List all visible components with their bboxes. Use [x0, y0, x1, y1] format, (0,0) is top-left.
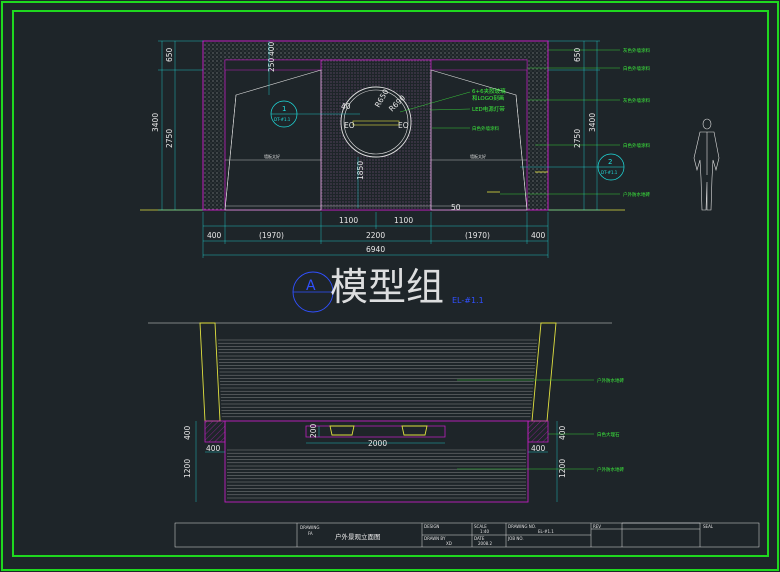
right-dim-lower: 2750	[573, 129, 582, 148]
dim-side-right: 400	[531, 231, 546, 240]
plan-right-w: 400	[531, 444, 546, 453]
plan-left-h1: 400	[183, 425, 192, 440]
right-notes: 灰色外墙涂料 白色外墙涂料 灰色外墙涂料 白色外墙涂料 户外防水地砖	[500, 47, 650, 198]
watermark: A EL-#1.1 模型组	[292, 265, 484, 313]
plan-view: 400 1200 400 400 1200 400 2000 200 户外防水地…	[148, 322, 624, 503]
right-height-dims	[548, 40, 600, 211]
eo-left: EO	[344, 121, 355, 130]
eo-right: EO	[398, 121, 409, 130]
plan-note-3: 户外防水地砖	[597, 466, 624, 473]
elevation-view: 墙板太好 墙板太好 EO EO 250 400 40 R650 R690 185…	[140, 40, 720, 258]
logo-note-3: LED电源灯带	[472, 105, 505, 113]
plan-center-h: 200	[309, 423, 318, 438]
tb-seal-label: SEAL	[703, 524, 714, 529]
callout-2[interactable]: 2 DT-#1.1	[520, 153, 625, 181]
inner-dim-d3: 40	[341, 102, 351, 111]
right-dim-top: 650	[573, 47, 582, 62]
plan-right-h1: 400	[558, 425, 567, 440]
right-note-5: 户外防水地砖	[623, 191, 650, 198]
tb-drawing-no-label: DRAWING NO.	[508, 524, 536, 529]
tb-drawing-no: EL-#1.1	[538, 529, 554, 534]
left-height-dims	[158, 40, 203, 211]
plan-dims	[195, 421, 558, 502]
watermark-sub-ref: EL-#1.1	[452, 296, 484, 305]
logo-glass-circle	[340, 86, 412, 158]
dim-half-left: 1100	[339, 216, 358, 225]
title-block	[174, 522, 760, 548]
plan-note-2: 白色大理石	[597, 431, 620, 438]
dim-center: 2200	[366, 231, 385, 240]
dim-half-right: 1100	[394, 216, 413, 225]
callout-1-num: 1	[282, 105, 286, 113]
tb-design-label: DESIGN	[424, 524, 439, 529]
left-dim-total: 3400	[151, 113, 160, 132]
dim-panel-right: (1970)	[465, 231, 490, 240]
tb-drawing-code: FA	[308, 531, 313, 536]
tb-date: 2008.2	[478, 541, 492, 546]
right-note-3: 灰色外墙涂料	[623, 97, 650, 104]
tb-rev-label: REV	[593, 524, 601, 529]
plan-paving-lower	[227, 449, 526, 499]
plan-left-h2: 1200	[183, 459, 192, 478]
bottom-width-dims	[202, 212, 549, 258]
left-dim-top: 650	[165, 47, 174, 62]
tb-scale: 1:40	[480, 529, 489, 534]
plan-right-h2: 1200	[558, 459, 567, 478]
watermark-letter: A	[306, 278, 316, 294]
logo-note-4: 白色外墙涂料	[472, 125, 499, 132]
right-note-1: 灰色外墙涂料	[623, 47, 650, 54]
logo-note-1: 6+6夹胶玻璃	[472, 87, 506, 95]
dim-side-left: 400	[207, 231, 222, 240]
watermark-text: 模型组	[330, 265, 444, 309]
human-scale-figure	[693, 118, 720, 211]
wall-label-left: 墙板太好	[264, 153, 280, 159]
tb-design-val: XD	[446, 541, 452, 546]
tb-scale-label: SCALE	[474, 524, 487, 529]
callout-1[interactable]: 1 DT-#1.1	[270, 100, 360, 128]
logo-note-2: 和LOGO刻画	[472, 94, 504, 102]
callout-1-ref: DT-#1.1	[274, 117, 291, 122]
right-note-2: 白色外墙涂料	[623, 65, 650, 72]
right-note-4: 白色外墙涂料	[623, 142, 650, 149]
left-dim-lower: 2750	[165, 129, 174, 148]
tb-drawn-label: DRAWN BY	[424, 536, 446, 541]
plan-note-1: 户外防水地砖	[597, 377, 624, 384]
inner-dim-d1: 250	[267, 57, 276, 72]
tb-job-label: JOB NO.	[507, 536, 524, 541]
right-dim-total: 3400	[588, 113, 597, 132]
plan-center-len: 2000	[368, 439, 387, 448]
tb-title: 户外景观立面图	[335, 532, 381, 541]
inner-dim-d2: 400	[267, 41, 276, 56]
callout-2-ref: DT-#1.1	[601, 170, 618, 175]
inner-frame	[12, 10, 769, 557]
dim-total-width: 6940	[366, 245, 385, 254]
tb-date-label: DATE	[474, 536, 485, 541]
dim-panel-left: (1970)	[259, 231, 284, 240]
plan-paving-upper	[217, 339, 538, 417]
wall-label-right: 墙板太好	[470, 153, 486, 159]
inner-dim-bottom-gap: 50	[451, 203, 461, 212]
callout-2-num: 2	[608, 158, 612, 166]
inner-dim-center-h: 1850	[356, 161, 365, 180]
plan-left-w: 400	[206, 444, 221, 453]
tb-drawing-label: DRAWING	[300, 525, 319, 530]
